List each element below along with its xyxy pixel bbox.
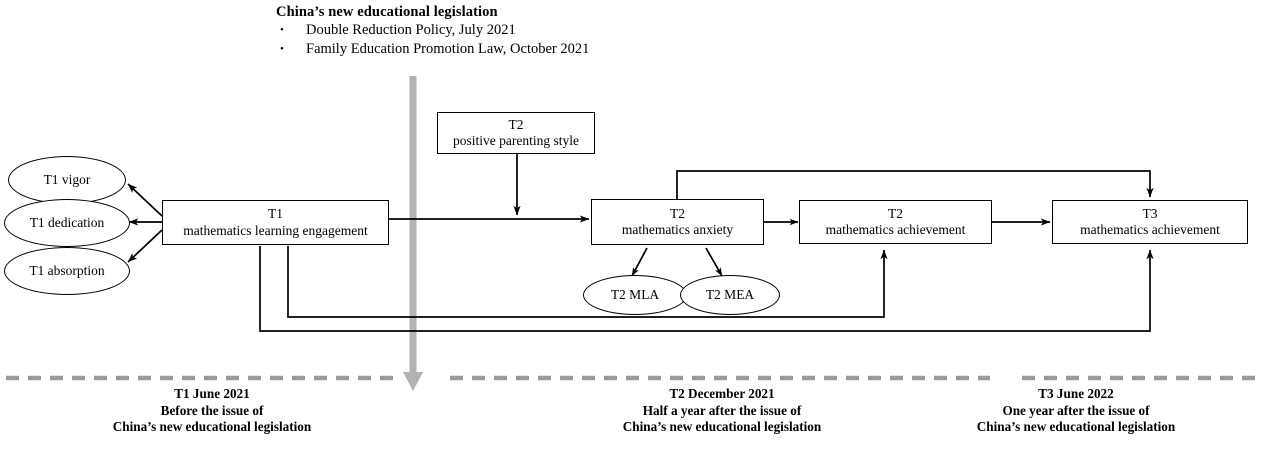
legend-item-label: Double Reduction Policy, July 2021 bbox=[306, 22, 516, 38]
node-t1-vigor[interactable]: T1 vigor bbox=[8, 156, 126, 204]
node-t1-dedication[interactable]: T1 dedication bbox=[4, 199, 130, 247]
edge-engagement-to-absorption bbox=[127, 229, 163, 263]
node-label: T1 vigor bbox=[43, 172, 91, 187]
node-label: T2 MEA bbox=[705, 287, 755, 302]
node-t3-mathematics-achievement[interactable]: T3 mathematics achievement bbox=[1052, 200, 1248, 244]
node-label-line1: T2 bbox=[670, 205, 685, 221]
node-t2-positive-parenting-style[interactable]: T2 positive parenting style bbox=[437, 112, 595, 154]
node-label-line2: positive parenting style bbox=[453, 133, 579, 148]
node-label-line2: mathematics anxiety bbox=[621, 222, 734, 237]
node-t2-mea[interactable]: T2 MEA bbox=[680, 275, 780, 315]
node-t1-mathematics-learning-engagement[interactable]: T1 mathematics learning engagement bbox=[162, 200, 389, 245]
legislation-timeline-arrow bbox=[403, 76, 423, 391]
edge-engagement-to-t2-achievement bbox=[287, 246, 888, 318]
node-label-line1: T1 bbox=[268, 206, 283, 221]
edge-anxiety-to-t3-achievement bbox=[676, 170, 1154, 199]
node-t2-mla[interactable]: T2 MLA bbox=[583, 275, 687, 315]
legend-block: China’s new educational legislation • Do… bbox=[276, 4, 706, 59]
node-label-line2: mathematics learning engagement bbox=[183, 222, 368, 238]
timeline-caption-line1: T2 December 2021 bbox=[669, 386, 775, 401]
node-t1-absorption[interactable]: T1 absorption bbox=[4, 247, 130, 295]
timeline-caption-line2: Before the issue of bbox=[160, 402, 264, 418]
bullet-icon: • bbox=[280, 24, 284, 36]
timeline-caption-line1: T3 June 2022 bbox=[1038, 386, 1114, 401]
bullet-icon: • bbox=[280, 43, 284, 55]
edge-engagement-to-vigor bbox=[127, 183, 163, 217]
legend-item-label: Family Education Promotion Law, October … bbox=[306, 41, 590, 57]
node-label-line2: mathematics achievement bbox=[1080, 222, 1220, 237]
timeline-caption-line3: China’s new educational legislation bbox=[622, 419, 822, 434]
legend-item: • Family Education Promotion Law, Octobe… bbox=[276, 40, 706, 59]
timeline-caption-line2: One year after the issue of bbox=[1002, 402, 1150, 418]
legend-title: China’s new educational legislation bbox=[276, 4, 498, 20]
edge-anxiety-to-mla bbox=[631, 247, 648, 277]
node-label-line2: mathematics achievement bbox=[825, 222, 966, 237]
timeline-caption-line3: China’s new educational legislation bbox=[112, 419, 312, 434]
timeline-caption-line2: Half a year after the issue of bbox=[642, 402, 802, 418]
node-label-line1: T3 bbox=[1142, 205, 1158, 221]
node-label: T2 MLA bbox=[610, 287, 660, 302]
timeline-caption-t3: T3 June 2022 One year after the issue of… bbox=[884, 386, 1268, 436]
timeline-caption-t2: T2 December 2021 Half a year after the i… bbox=[530, 386, 914, 436]
node-label: T1 absorption bbox=[29, 263, 105, 278]
node-label-line1: T2 bbox=[888, 205, 903, 221]
node-label: T1 dedication bbox=[29, 215, 105, 230]
legend-item: • Double Reduction Policy, July 2021 bbox=[276, 21, 706, 40]
timeline-caption-t1: T1 June 2021 Before the issue of China’s… bbox=[20, 386, 404, 436]
timeline-caption-line1: T1 June 2021 bbox=[174, 386, 250, 401]
node-t2-mathematics-anxiety[interactable]: T2 mathematics anxiety bbox=[591, 199, 764, 245]
node-label-line1: T2 bbox=[508, 116, 524, 132]
edge-anxiety-to-mea bbox=[705, 247, 723, 277]
timeline-caption-line3: China’s new educational legislation bbox=[976, 419, 1176, 434]
node-t2-mathematics-achievement[interactable]: T2 mathematics achievement bbox=[799, 200, 992, 244]
